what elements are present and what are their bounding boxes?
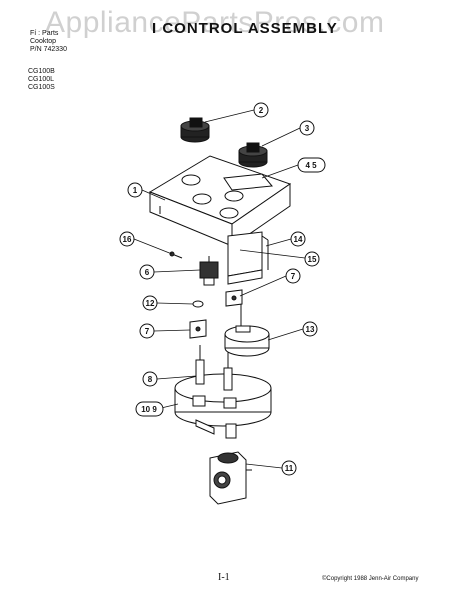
valve-fitting-part-11 xyxy=(209,451,252,505)
watermark: AppliancePartsPros.com xyxy=(45,6,385,39)
svg-text:13: 13 xyxy=(306,325,315,334)
callout-14: 14 xyxy=(290,231,306,247)
callout-3: 3 xyxy=(299,120,315,136)
svg-text:7: 7 xyxy=(145,327,150,336)
callout-6: 6 xyxy=(139,264,155,280)
switch-part-6 xyxy=(199,256,219,286)
svg-text:15: 15 xyxy=(308,255,317,264)
svg-text:11: 11 xyxy=(285,464,294,473)
clip-part-7 xyxy=(189,319,207,339)
svg-text:14: 14 xyxy=(294,235,303,244)
callout-12: 12 xyxy=(142,295,158,311)
model-number: CG100S xyxy=(28,84,55,91)
model-number: CG100L xyxy=(28,76,55,83)
callout-4-5: 4 5 xyxy=(297,157,326,173)
svg-text:1: 1 xyxy=(133,186,138,195)
clip-part-7 xyxy=(225,289,243,307)
motor-part-13 xyxy=(224,325,270,357)
page-number: I-1 xyxy=(218,572,230,583)
svg-text:6: 6 xyxy=(145,268,150,277)
control-panel-part-1 xyxy=(148,155,292,247)
valve-body-part-9 xyxy=(174,345,272,439)
model-list: CG100B CG100L CG100S xyxy=(28,68,55,92)
svg-text:12: 12 xyxy=(146,299,155,308)
svg-text:10 9: 10 9 xyxy=(141,405,157,414)
washer-part-12 xyxy=(192,300,204,308)
svg-text:4 5: 4 5 xyxy=(305,161,317,170)
callout-16: 16 xyxy=(119,231,135,247)
page-title: I CONTROL ASSEMBLY xyxy=(152,20,338,37)
callout-11: 11 xyxy=(281,460,297,476)
callout-1: 1 xyxy=(127,182,143,198)
callout-7: 7 xyxy=(285,268,301,284)
callout-13: 13 xyxy=(302,321,318,337)
callout-7: 7 xyxy=(139,323,155,339)
screw-part-16 xyxy=(169,251,183,259)
svg-text:7: 7 xyxy=(291,272,296,281)
header-line-3: P/N 742330 xyxy=(30,46,67,53)
knob-part-2 xyxy=(180,117,210,143)
callout-15: 15 xyxy=(304,251,320,267)
model-number: CG100B xyxy=(28,68,55,75)
callout-2: 2 xyxy=(253,102,269,118)
bracket-part-14 xyxy=(227,231,269,285)
copyright-notice: ©Copyright 1988 Jenn-Air Company xyxy=(322,576,419,582)
header-line-1: Fí : Parts xyxy=(30,30,59,37)
callout-8: 8 xyxy=(142,371,158,387)
callout-10-9: 10 9 xyxy=(135,401,164,417)
svg-text:3: 3 xyxy=(305,124,310,133)
svg-text:16: 16 xyxy=(123,235,132,244)
svg-text:8: 8 xyxy=(148,375,153,384)
svg-text:2: 2 xyxy=(259,106,264,115)
knob-part-3 xyxy=(238,142,268,168)
header-line-2: Cooktop xyxy=(30,38,57,45)
